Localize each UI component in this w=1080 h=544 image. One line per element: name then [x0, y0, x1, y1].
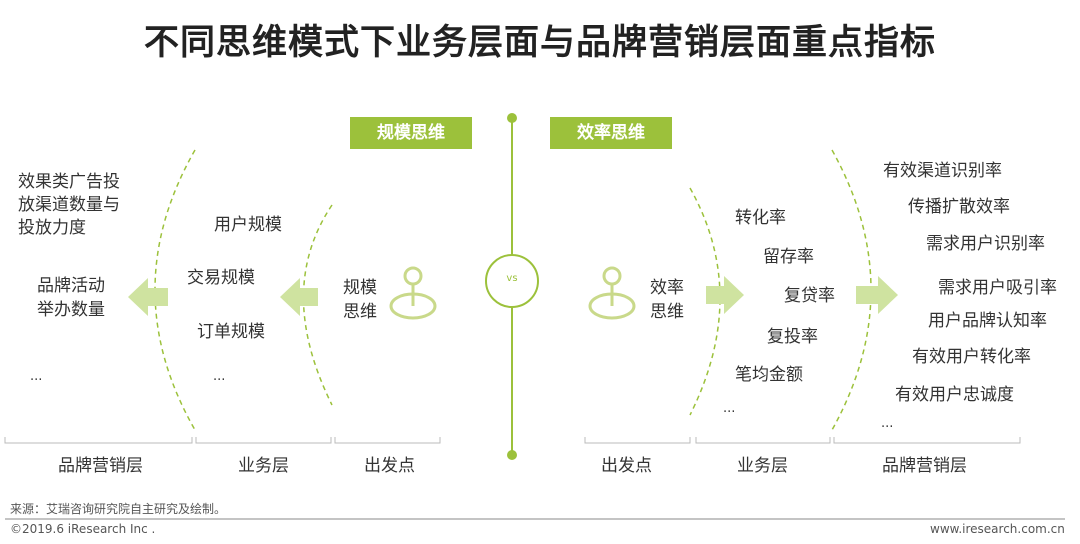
right-origin-bracket: [584, 437, 691, 444]
left-arrow-to-brand: [128, 278, 168, 316]
left-brand-item1-line: 投放力度: [18, 218, 86, 238]
left-brand-item1-line: 效果类广告投: [18, 172, 120, 192]
scale-thinking-tag: 规模思维: [350, 117, 472, 149]
right-brand-item: 有效用户转化率: [912, 347, 1031, 367]
right-brand-bracket: [833, 437, 1021, 444]
page-title: 不同思维模式下业务层面与品牌营销层面重点指标: [143, 23, 936, 63]
right-arrow-to-brand: [856, 276, 898, 314]
left-business-more: ...: [213, 369, 226, 384]
website-link[interactable]: www.iresearch.com.cn: [930, 522, 1065, 536]
source-note: 来源：艾瑞咨询研究院自主研究及绘制。: [10, 502, 227, 516]
right-origin-line1: 效率: [650, 278, 684, 298]
right-business-item: 复贷率: [784, 286, 835, 306]
layer-label-right-brand: 品牌营销层: [882, 456, 967, 476]
layer-label-right-origin: 出发点: [601, 456, 652, 476]
right-business-item: 笔均金额: [735, 365, 803, 385]
right-business-more: ...: [723, 401, 736, 416]
left-origin-bracket: [334, 437, 441, 444]
left-brand-item1-line: 放渠道数量与: [18, 195, 120, 215]
left-business-item: 用户规模: [214, 215, 282, 235]
left-business-item: 订单规模: [197, 322, 265, 342]
left-brand-item2-line: 品牌活动: [37, 276, 105, 296]
right-business-item: 转化率: [735, 208, 786, 228]
vs-circle: [485, 254, 539, 308]
left-arrow-to-business: [280, 278, 318, 316]
layer-label-left-brand: 品牌营销层: [58, 456, 143, 476]
right-origin-line2: 思维: [650, 302, 684, 322]
efficiency-thinking-tag: 效率思维: [550, 117, 672, 149]
left-origin-line1: 规模: [343, 278, 377, 298]
right-person-icon: [588, 266, 636, 320]
right-inner-dashed-arc: [689, 187, 721, 416]
right-business-item: 复投率: [767, 327, 818, 347]
left-person-icon: [389, 266, 437, 320]
right-arrow-to-business: [706, 276, 744, 314]
copyright: ©2019.6 iResearch Inc .: [10, 522, 156, 536]
right-brand-item: 有效用户忠诚度: [895, 385, 1014, 405]
left-business-item: 交易规模: [187, 268, 255, 288]
left-brand-item2-line: 举办数量: [37, 300, 105, 320]
layer-label-left-business: 业务层: [238, 456, 289, 476]
right-brand-item: 用户品牌认知率: [928, 311, 1047, 331]
right-brand-item: 有效渠道识别率: [883, 161, 1002, 181]
layer-label-left-origin: 出发点: [364, 456, 415, 476]
left-origin-line2: 思维: [343, 302, 377, 322]
left-business-bracket: [195, 437, 332, 444]
vs-label: vs: [506, 273, 518, 284]
center-line-top-dot: [507, 113, 517, 123]
left-inner-dashed-arc: [302, 204, 333, 406]
center-line-bottom-dot: [507, 450, 517, 460]
right-brand-more: ...: [881, 416, 894, 431]
left-brand-bracket: [4, 437, 193, 444]
left-brand-more: ...: [30, 369, 43, 384]
right-business-bracket: [695, 437, 831, 444]
right-business-item: 留存率: [763, 247, 814, 267]
right-brand-item: 需求用户吸引率: [938, 278, 1057, 298]
right-brand-item: 需求用户识别率: [926, 234, 1045, 254]
layer-label-right-business: 业务层: [737, 456, 788, 476]
right-brand-item: 传播扩散效率: [908, 197, 1010, 217]
